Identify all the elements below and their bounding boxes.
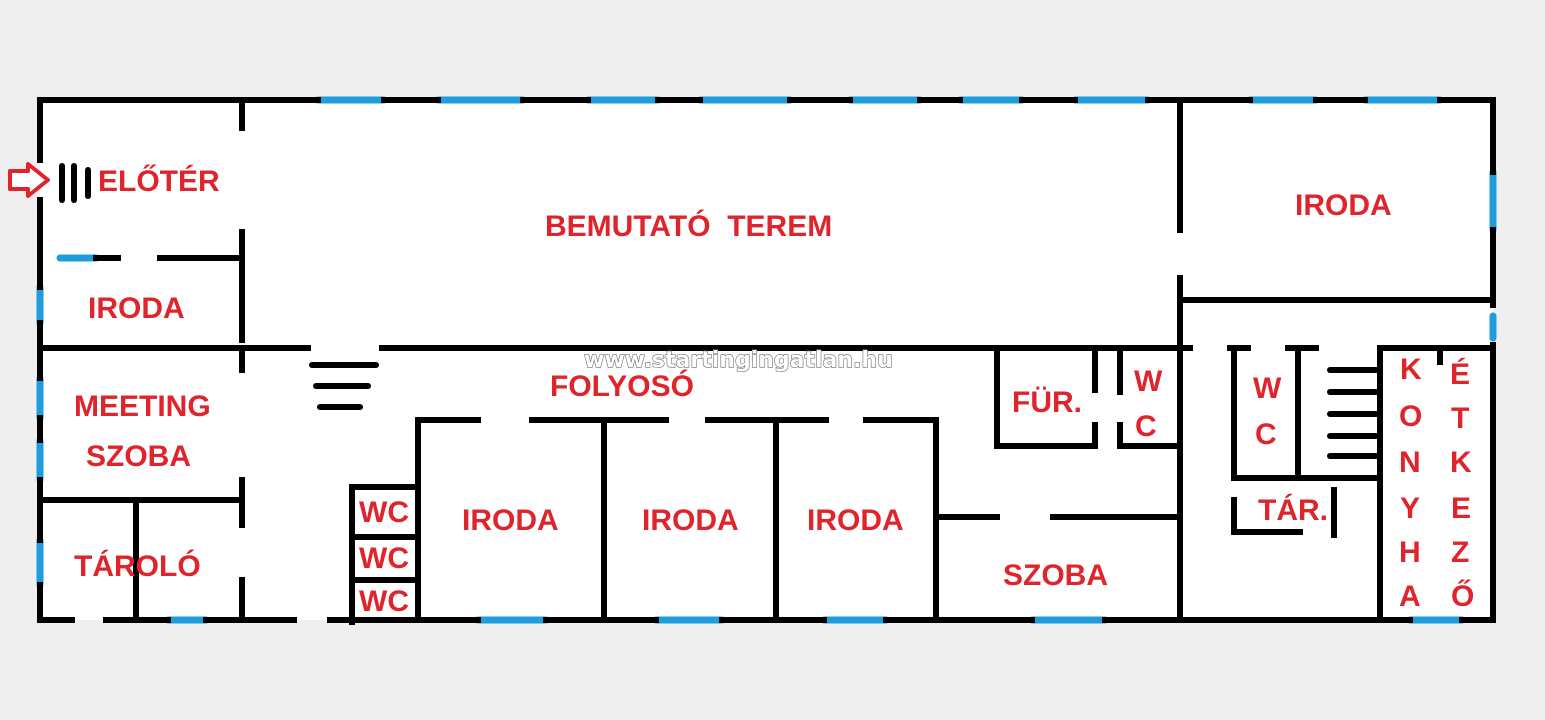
konyha-letter: K bbox=[1400, 353, 1422, 386]
room-label-folyoso: FOLYOSÓ bbox=[550, 369, 694, 403]
entrance-arrow-icon bbox=[8, 162, 50, 198]
room-label-iroda-ne: IRODA bbox=[1295, 189, 1392, 222]
room-label-szoba: SZOBA bbox=[1003, 559, 1108, 592]
room-label-iroda-west: IRODA bbox=[88, 292, 185, 325]
windows bbox=[36, 96, 1497, 624]
konyha-letter: N bbox=[1399, 446, 1421, 479]
room-label-eloter: ELŐTÉR bbox=[98, 164, 220, 198]
room-label-tarolo: TÁROLÓ bbox=[74, 549, 201, 583]
stairs-east-icon bbox=[1327, 367, 1379, 459]
room-label-wc-1: WC bbox=[359, 496, 409, 529]
konyha-letter: O bbox=[1399, 400, 1422, 433]
room-label-bemutato-terem: BEMUTATÓ TEREM bbox=[545, 209, 832, 243]
room-label-etkezo: É T K E Z Ő bbox=[1450, 357, 1474, 613]
konyha-letter: A bbox=[1399, 580, 1421, 613]
interior-walls bbox=[37, 100, 1496, 625]
room-label-wc-v2-c: C bbox=[1255, 418, 1277, 451]
stairs-icon bbox=[309, 362, 379, 410]
etkezo-letter: T bbox=[1451, 402, 1469, 435]
room-label-wc-2: WC bbox=[359, 542, 409, 575]
room-label-wc-3: WC bbox=[359, 585, 409, 618]
room-label-konyha: K O N Y H A bbox=[1399, 353, 1422, 613]
entrance-steps-icon bbox=[59, 163, 91, 203]
room-label-iroda-2: IRODA bbox=[642, 504, 739, 537]
etkezo-letter: K bbox=[1450, 446, 1472, 479]
konyha-letter: Y bbox=[1400, 492, 1420, 525]
room-label-wc-v1-w: W bbox=[1134, 365, 1163, 398]
room-label-meeting: MEETING bbox=[74, 390, 211, 423]
room-label-iroda-3: IRODA bbox=[807, 504, 904, 537]
room-label-tar: TÁR. bbox=[1258, 493, 1328, 527]
etkezo-letter: É bbox=[1450, 357, 1470, 391]
outer-walls bbox=[37, 97, 1496, 623]
konyha-letter: H bbox=[1399, 536, 1421, 569]
room-label-fur: FÜR. bbox=[1012, 386, 1082, 419]
watermark: www.startingingatlan.hu bbox=[584, 348, 893, 373]
room-label-iroda-1: IRODA bbox=[462, 504, 559, 537]
room-label-wc-v2-w: W bbox=[1253, 372, 1282, 405]
etkezo-letter: Ő bbox=[1451, 579, 1474, 613]
room-label-meeting-szoba: SZOBA bbox=[86, 440, 191, 473]
etkezo-letter: E bbox=[1451, 492, 1471, 525]
etkezo-letter: Z bbox=[1451, 536, 1469, 569]
room-label-wc-v1-c: C bbox=[1135, 410, 1157, 443]
